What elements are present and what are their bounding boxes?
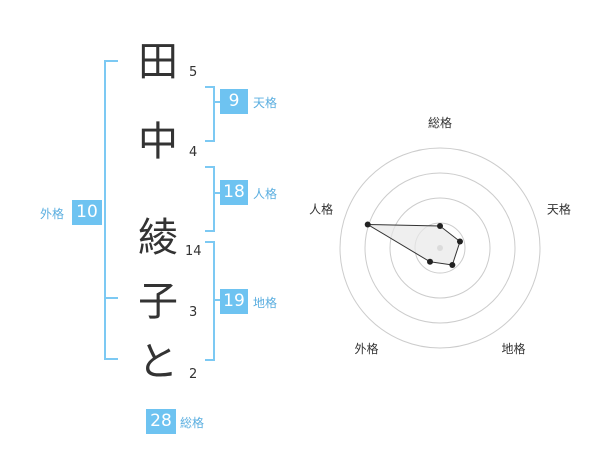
gaikaku-bracket-mid-tick (104, 297, 118, 299)
jinkaku-bracket-tick (213, 192, 220, 194)
radar-point-2 (456, 238, 463, 245)
jinkaku-label: 人格 (253, 187, 278, 201)
chikaku-label: 地格 (253, 296, 278, 310)
chikaku-bracket (205, 241, 215, 361)
radar-ring-4 (339, 147, 541, 349)
radar-point-3 (449, 261, 456, 268)
name-char-3: 綾 (138, 215, 178, 261)
tenkaku-bracket-tick (213, 101, 220, 103)
name-char-2: 中 (138, 119, 178, 165)
jinkaku-badge: 18 (220, 180, 248, 205)
tenkaku-label: 天格 (253, 96, 278, 110)
radar-point-1 (437, 223, 443, 229)
radar-axis-label-4: 外格 (354, 341, 378, 356)
name-char-4: 子 (138, 279, 178, 325)
soukaku-badge: 28 (146, 409, 176, 434)
radar-axis-label-1: 総格 (428, 115, 452, 130)
gaikaku-bracket (104, 60, 118, 360)
soukaku-label: 総格 (180, 416, 205, 430)
radar-ring-3 (364, 172, 516, 324)
chikaku-bracket-tick (213, 299, 220, 301)
radar-axis-label-5: 人格 (309, 201, 333, 216)
stroke-count-2: 4 (189, 145, 198, 160)
radar-point-5 (364, 221, 371, 228)
tenkaku-bracket (205, 86, 215, 142)
name-char-5: と (138, 339, 178, 385)
gaikaku-label: 外格 (40, 207, 65, 221)
stroke-count-1: 5 (189, 65, 198, 80)
radar-ring-2 (389, 197, 491, 299)
chikaku-badge: 19 (220, 289, 248, 314)
name-char-1: 田 (138, 39, 178, 85)
stroke-count-5: 2 (189, 367, 198, 382)
tenkaku-badge: 9 (220, 89, 248, 114)
gaikaku-badge: 10 (72, 200, 102, 225)
radar-point-4 (427, 258, 434, 265)
stroke-count-3: 14 (185, 244, 202, 259)
radar-axis-label-3: 地格 (501, 341, 525, 356)
radar-axis-label-2: 天格 (547, 201, 571, 216)
stroke-count-4: 3 (189, 305, 198, 320)
radar-series-polygon (365, 223, 461, 266)
jinkaku-bracket (205, 166, 215, 232)
